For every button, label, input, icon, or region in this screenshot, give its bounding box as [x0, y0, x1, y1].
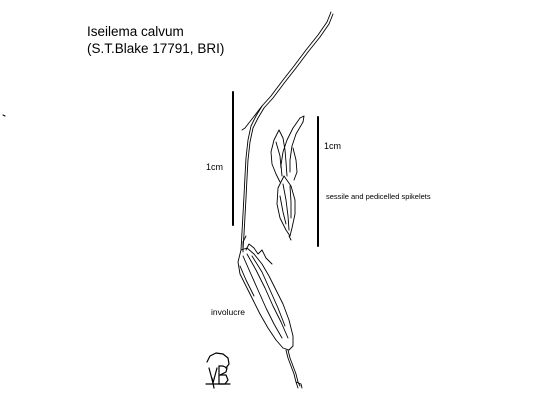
- spikelets-drawing: [270, 115, 305, 241]
- spikelets-label: sessile and pedicelled spikelets: [326, 192, 431, 201]
- awn-stem: [240, 11, 334, 251]
- specimen-reference: (S.T.Blake 17791, BRI): [87, 41, 225, 56]
- involucre-drawing: [237, 235, 303, 389]
- scale-bar-label-left: 1cm: [206, 162, 224, 172]
- herbarium-monogram-logo: [205, 352, 231, 389]
- scale-bar-label-right: 1cm: [324, 141, 342, 151]
- involucre-label: involucre: [211, 307, 246, 317]
- margin-mark: [2, 114, 6, 117]
- species-name: Iseilema calvum: [87, 24, 184, 39]
